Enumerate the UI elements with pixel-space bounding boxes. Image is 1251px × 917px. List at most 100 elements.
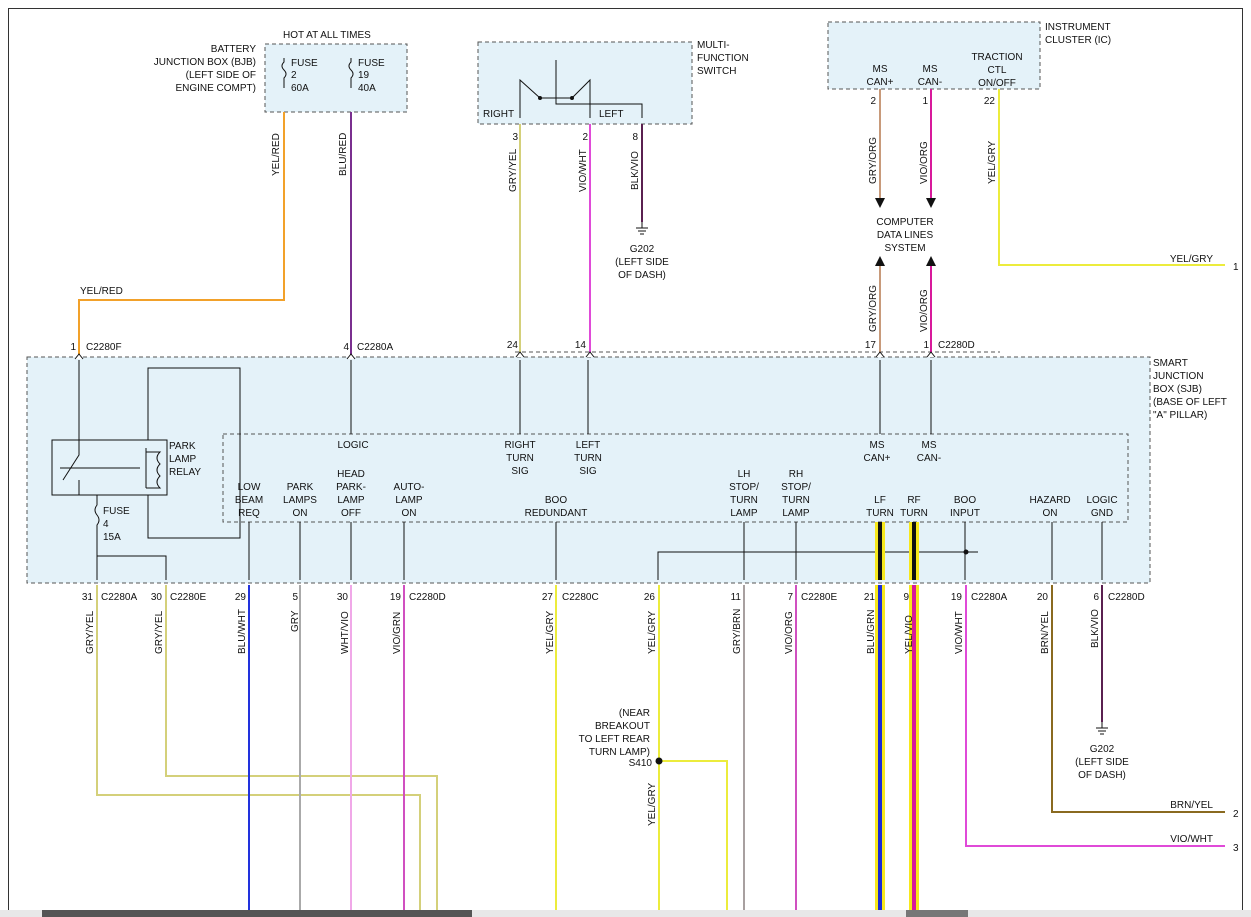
mfs-right-label: RIGHT: [483, 109, 514, 120]
rh-stop-label: LAMP: [782, 508, 810, 519]
pin-label: 29: [235, 592, 247, 603]
pin-label: 27: [542, 592, 554, 603]
scrollbar-thumb[interactable]: [42, 910, 472, 917]
horizontal-scrollbar[interactable]: [0, 910, 1251, 917]
offpage-wire-label: BRN/YEL: [1170, 800, 1213, 811]
hazard-on-label: HAZARD: [1029, 495, 1070, 506]
pin-label: 24: [507, 340, 519, 351]
boo-redundant-label: BOO: [545, 495, 567, 506]
fuse-19-number: 19: [358, 70, 370, 81]
connector-label: C2280A: [101, 592, 137, 603]
lh-stop-label: STOP/: [729, 482, 759, 493]
lh-stop-label: TURN: [730, 495, 758, 506]
wire-yel-gry-traction: [998, 89, 1225, 266]
pin-label: 19: [390, 592, 402, 603]
splice-s410-label: (NEAR BREAKOUT TO LEFT REAR TURN LAMP) S…: [579, 708, 653, 769]
park-lamps-label: PARK: [287, 482, 314, 493]
wire-yel-gry-s410: [658, 585, 728, 913]
pin-label: 17: [865, 340, 877, 351]
g202-bottom-label: G202: [1090, 744, 1115, 755]
wire-label: VIO/ORG: [784, 611, 795, 654]
pin-label: 9: [903, 592, 909, 603]
switch-contacts-symbol: [519, 60, 643, 118]
pin-label: 30: [337, 592, 349, 603]
splice-note: TO LEFT REAR: [579, 734, 650, 745]
fuse-2-symbol: [281, 58, 287, 88]
sjb-name-line: SMART: [1153, 358, 1188, 369]
auto-lamp-label: ON: [402, 508, 417, 519]
wire-label: BLU/RED: [338, 133, 349, 176]
sjb-can-plus-label: MS: [870, 440, 885, 451]
wire-gry-yel-31: [96, 585, 421, 913]
head-park-label: PARK-: [336, 482, 366, 493]
splice-note: (NEAR: [619, 708, 650, 719]
wire-yel-vio-core: [912, 585, 916, 913]
mfs-name-line: MULTI-: [697, 40, 730, 51]
ground-icon: [636, 222, 648, 235]
right-turn-sig-label: SIG: [511, 466, 528, 477]
sjb-name-line: JUNCTION: [1153, 371, 1204, 382]
sjb-name-line: BOX (SJB): [1153, 384, 1202, 395]
sjb-logic-label: LOGIC: [337, 440, 368, 451]
wire-label: GRY/ORG: [868, 137, 879, 184]
wire-label: WHT/VIO: [340, 611, 351, 654]
ic-can-plus-label: CAN+: [867, 77, 894, 88]
pin-label: 30: [151, 592, 163, 603]
relay-coil-icon: [145, 448, 162, 489]
park-lamps-label: ON: [293, 508, 308, 519]
ic-pin-22: 22: [984, 96, 996, 107]
ic-pin-1: 1: [922, 96, 928, 107]
rh-stop-label: STOP/: [781, 482, 811, 493]
switch-contact-dot: [538, 96, 542, 100]
bjb-box: [264, 43, 408, 113]
sjb-can-plus-label: CAN+: [864, 453, 891, 464]
fuse-2-number: 2: [291, 70, 297, 81]
rf-turn-stub-core: [912, 522, 916, 580]
ic-can-minus-label: MS: [923, 64, 938, 75]
wire-label: GRY/BRN: [732, 609, 743, 654]
wire-gry-yel-30: [165, 585, 438, 913]
sjb-fuse-rating: 15A: [103, 532, 121, 543]
wire-label: BLU/GRN: [866, 610, 877, 654]
pin-label: 1: [923, 340, 929, 351]
pin-marker: [74, 353, 84, 360]
ic-traction-label: ON/OFF: [978, 78, 1016, 89]
top-connector-labels: 1 C2280F 4 C2280A 24 14 17 1 C2280D: [70, 340, 974, 353]
switch-contact-dot: [570, 96, 574, 100]
lf-turn-label: TURN: [866, 508, 894, 519]
wire-brn-yel: [1051, 585, 1225, 813]
wire-label: VIO/WHT: [954, 611, 965, 654]
rf-turn-label: TURN: [900, 508, 928, 519]
wire-label: BLU/WHT: [237, 609, 248, 654]
relay-switch-symbol: [60, 440, 140, 495]
mfs-pin-3: 3: [512, 132, 518, 143]
mfs-name: MULTI- FUNCTION SWITCH: [697, 40, 749, 77]
pin-label: 6: [1093, 592, 1099, 603]
scrollbar-segment[interactable]: [906, 910, 968, 917]
low-beam-label: LOW: [238, 482, 261, 493]
pin-label: 11: [731, 592, 742, 603]
logic-gnd-label: GND: [1091, 508, 1113, 519]
g202-top-label: G202: [630, 244, 655, 255]
rh-stop-label: RH: [789, 469, 803, 480]
wire-label: VIO/ORG: [919, 289, 930, 332]
wire-label: BRN/YEL: [1040, 611, 1051, 654]
hazard-on-label: ON: [1043, 508, 1058, 519]
ic-can-plus-label: MS: [873, 64, 888, 75]
cdls-arrow-up: [875, 256, 885, 266]
connector-label: C2280D: [409, 592, 446, 603]
multifunction-switch-box: [477, 41, 693, 125]
g202-top-label: (LEFT SIDE: [615, 257, 669, 268]
mfs-pin-8: 8: [632, 132, 638, 143]
g202-top-label: OF DASH): [618, 270, 666, 281]
wires: [78, 89, 1225, 913]
right-turn-sig-label: TURN: [506, 453, 534, 464]
left-turn-sig-label: TURN: [574, 453, 602, 464]
lh-stop-label: LH: [738, 469, 751, 480]
wire-label: VIO/ORG: [919, 141, 930, 184]
pin-marker: [346, 353, 356, 360]
relay-label: RELAY: [169, 467, 201, 478]
cdls-label: SYSTEM: [884, 243, 925, 254]
pin-markers: [74, 351, 936, 360]
offpage-ref: 2: [1233, 809, 1239, 820]
